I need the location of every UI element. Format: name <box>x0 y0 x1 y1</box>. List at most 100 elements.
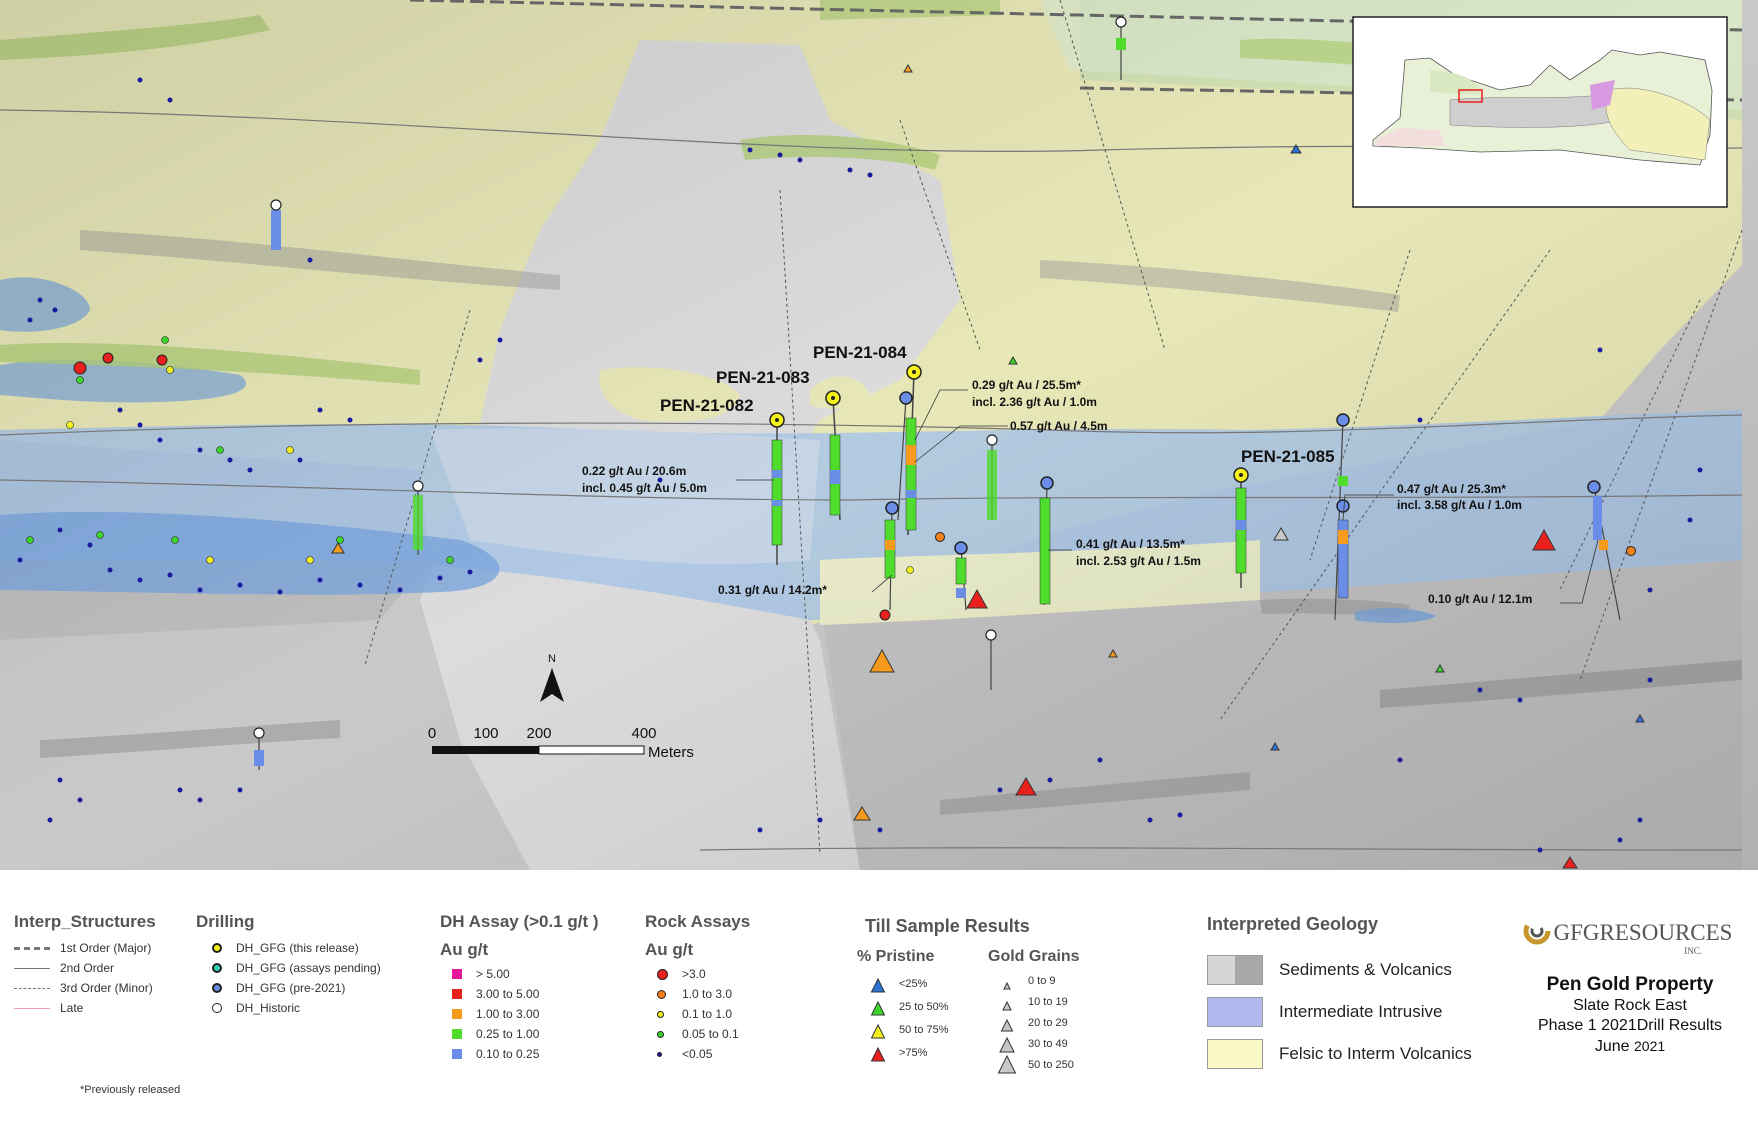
triangle-icon <box>997 1054 1017 1073</box>
rock-label: 0.1 to 1.0 <box>682 1007 733 1021</box>
triangle-icon <box>1000 1018 1014 1031</box>
legend-grain-row: 30 to 49 <box>996 1033 1080 1054</box>
annotation: 0.31 g/t Au / 14.2m* <box>718 583 827 597</box>
annotation: 0.29 g/t Au / 25.5m* <box>972 378 1081 392</box>
legend-dh-assay-row: 3.00 to 5.00 <box>452 984 599 1004</box>
legend-rock-row: <0.05 <box>657 1044 750 1064</box>
hole-labels: PEN-21-082 PEN-21-083 PEN-21-084 PEN-21-… <box>660 343 1335 466</box>
rock-samples-yellow <box>66 366 914 574</box>
legend-pristine-row: 25 to 50% <box>867 995 949 1018</box>
minor-7 <box>899 119 981 351</box>
annotation: 0.41 g/t Au / 13.5m* <box>1076 537 1185 551</box>
rock-dot <box>657 989 666 999</box>
assay-swatch <box>452 1009 462 1019</box>
legend-pristine-row: 50 to 75% <box>867 1018 949 1041</box>
logo-swirl-icon <box>1523 917 1551 945</box>
grain-label: 0 to 9 <box>1028 974 1056 987</box>
annotation: 0.22 g/t Au / 20.6m <box>582 464 686 478</box>
legend-dh-assay: DH Assay (>0.1 g/t ) Au g/t > 5.00 3.00 t… <box>440 912 599 1064</box>
hole-label-083: PEN-21-083 <box>716 368 810 387</box>
assay-label: 3.00 to 5.00 <box>476 987 540 1001</box>
hole-label-084: PEN-21-084 <box>813 343 907 362</box>
map-date: June 2021 <box>1505 1036 1755 1057</box>
legend-geology-item: Intermediate Intrusive <box>1279 1002 1443 1021</box>
annotation: incl. 2.36 g/t Au / 1.0m <box>972 395 1097 409</box>
annotation: incl. 3.58 g/t Au / 1.0m <box>1397 498 1522 512</box>
assay-swatch <box>452 1029 462 1039</box>
scale-tick-0: 0 <box>428 725 436 742</box>
triangle-icon <box>1002 1000 1012 1010</box>
legend-geology: Interpreted Geology Sediments & Volcanic… <box>1207 914 1472 1075</box>
legend-structure-item: 3rd Order (Minor) <box>60 981 153 995</box>
scale-bar: 0 100 200 400 Meters <box>428 725 694 761</box>
till-samples <box>331 63 1645 869</box>
legend-drilling-item: DH_Historic <box>236 1001 301 1015</box>
assay-label: > 5.00 <box>476 967 510 981</box>
minor-6 <box>1579 229 1743 681</box>
legend-till-title: Till Sample Results <box>865 916 1030 936</box>
legend-structures-title: Interp_Structures <box>14 912 156 931</box>
map-subtitle-2: Phase 1 2021Drill Results <box>1537 1017 1723 1034</box>
north-arrow: N <box>540 653 564 702</box>
annotation: 0.47 g/t Au / 25.3m* <box>1397 482 1506 496</box>
rock-samples-green <box>26 336 454 564</box>
legend-structure-item: 2nd Order <box>60 961 115 975</box>
rock-samples <box>17 77 1703 853</box>
legend-pristine-row: <25% <box>867 972 949 995</box>
assay-swatch <box>452 989 462 999</box>
legend-grain-row: 0 to 9 <box>996 970 1080 991</box>
geology-map: PEN-21-082 PEN-21-083 PEN-21-084 PEN-21-… <box>0 0 1758 870</box>
grain-label: 20 to 29 <box>1028 1016 1068 1029</box>
pristine-label: <25% <box>899 977 928 990</box>
pristine-label: >75% <box>899 1046 928 1059</box>
legend-dh-assay-row: 0.25 to 1.00 <box>452 1024 599 1044</box>
triangle-icon <box>999 1036 1015 1052</box>
triangle-icon <box>1003 981 1011 989</box>
legend-drilling-title: Drilling <box>196 912 255 931</box>
rock-samples-red <box>73 352 891 621</box>
annotation: 0.10 g/t Au / 12.1m <box>1428 592 1532 606</box>
annotation: incl. 2.53 g/t Au / 1.5m <box>1076 554 1201 568</box>
legend: Interp_Structures 1st Order (Major) 2nd … <box>0 870 1758 1137</box>
scale-tick-200: 200 <box>526 725 551 742</box>
rock-samples-orange <box>935 532 1636 556</box>
hole-label-085: PEN-21-085 <box>1241 447 1335 466</box>
annotation-leaders <box>736 389 1599 604</box>
legend-geology-item: Felsic to Interm Volcanics <box>1279 1044 1472 1063</box>
minor-1 <box>364 309 471 666</box>
rock-dot <box>657 1051 662 1057</box>
map-date-year: 2021 <box>1634 1038 1666 1054</box>
scale-tick-400: 400 <box>631 725 656 742</box>
legend-dh-assay-unit: Au g/t <box>440 940 489 959</box>
legend-pristine-title: % Pristine <box>857 948 935 965</box>
triangle-icon <box>870 1023 886 1038</box>
company-suffix: INC. <box>1684 946 1702 956</box>
map-title: Pen Gold Property <box>1546 974 1714 995</box>
legend-rock-row: 0.05 to 0.1 <box>657 1024 750 1044</box>
legend-geology-item: Sediments & Volcanics <box>1279 960 1452 979</box>
legend-dh-assay-row: > 5.00 <box>452 964 599 984</box>
grain-label: 50 to 250 <box>1028 1058 1074 1071</box>
legend-rock-unit: Au g/t <box>645 940 694 959</box>
drill-holes <box>253 16 1621 770</box>
legend-dh-assay-title: DH Assay (>0.1 g/t ) <box>440 912 599 931</box>
assay-swatch <box>452 1049 462 1059</box>
map-date-month: June <box>1594 1038 1630 1055</box>
legend-rock-row: 1.0 to 3.0 <box>657 984 750 1004</box>
legend-drilling: Drilling DH_GFG (this release) DH_GFG (a… <box>196 912 381 1018</box>
triangle-icon <box>870 977 886 992</box>
second-order-4 <box>699 847 1743 851</box>
triangle-icon <box>870 1046 886 1061</box>
second-order-3 <box>0 414 1743 436</box>
pristine-label: 50 to 75% <box>899 1023 949 1036</box>
footnote: *Previously released <box>80 1084 181 1096</box>
rock-label: >3.0 <box>682 967 706 981</box>
company-name: GFGRESOURCES <box>1553 920 1733 945</box>
scale-units: Meters <box>648 744 694 761</box>
legend-geology-title: Interpreted Geology <box>1207 914 1379 934</box>
pristine-label: 25 to 50% <box>899 1000 949 1013</box>
map-title-block: Pen Gold Property Slate Rock East Phase … <box>1505 974 1758 1057</box>
legend-structure-item: Late <box>60 1001 84 1015</box>
legend-drilling-item: DH_GFG (assays pending) <box>236 961 381 975</box>
